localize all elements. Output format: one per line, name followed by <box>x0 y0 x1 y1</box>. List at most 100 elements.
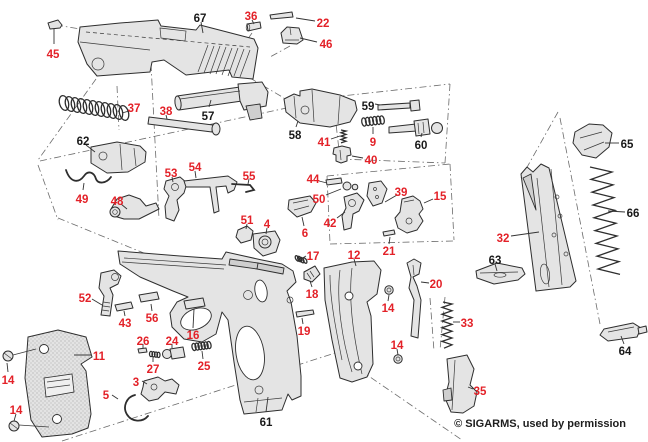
part-label-12: 12 <box>348 250 361 262</box>
leader-line-44 <box>318 180 328 184</box>
part-64-spring-plate <box>599 322 648 342</box>
parts-layer <box>2 11 648 438</box>
part-24-plunger <box>162 346 186 360</box>
part-label-43: 43 <box>119 318 132 330</box>
part-label-14: 14 <box>2 375 15 387</box>
part-label-67: 67 <box>194 13 207 25</box>
part-label-15: 15 <box>434 191 447 203</box>
leader-line-67 <box>200 21 204 34</box>
part-62-housing <box>90 141 147 174</box>
part-4-takedown-lever <box>252 230 281 257</box>
part-label-6: 6 <box>302 228 308 240</box>
part-label-36: 36 <box>245 11 258 23</box>
part-65-follower <box>572 123 613 159</box>
part-46-rear-sight <box>280 26 304 45</box>
part-label-16: 16 <box>187 330 200 342</box>
part-59-pin <box>377 99 421 112</box>
leader-line-15 <box>423 198 434 204</box>
part-label-26: 26 <box>137 336 150 348</box>
leader-line-51 <box>245 223 248 230</box>
part-label-9: 9 <box>370 137 376 149</box>
leader-line-18 <box>309 280 313 288</box>
part-label-40: 40 <box>365 155 378 167</box>
part-label-11: 11 <box>93 351 106 363</box>
part-27-spring <box>148 350 161 359</box>
leader-line-52 <box>91 298 103 306</box>
part-label-17: 17 <box>307 251 320 263</box>
part-42-safety-lever <box>341 192 365 231</box>
part-label-63: 63 <box>489 255 502 267</box>
part-45-front-sight <box>47 19 63 30</box>
part-15-hammer <box>394 195 424 234</box>
leader-line-40 <box>351 155 364 159</box>
part-label-14: 14 <box>391 340 404 352</box>
part-19-pin <box>295 309 315 318</box>
part-label-49: 49 <box>76 194 89 206</box>
part-49-spring-wire <box>65 169 112 184</box>
leader-line-63 <box>494 263 498 272</box>
part-66-magazine-spring <box>588 166 622 276</box>
part-21-pin <box>382 229 396 237</box>
part-label-58: 58 <box>289 130 302 142</box>
leader-line-50 <box>325 188 342 196</box>
part-label-39: 39 <box>395 187 408 199</box>
leader-line-60 <box>420 132 423 138</box>
leader-line-12 <box>353 258 357 267</box>
part-16-pin <box>183 297 206 310</box>
part-label-25: 25 <box>198 361 211 373</box>
part-14-nut <box>384 285 394 295</box>
part-33-hammer-spring <box>439 301 455 349</box>
part-label-56: 56 <box>146 313 159 325</box>
part-11-left-grip <box>24 329 93 438</box>
part-label-33: 33 <box>461 318 474 330</box>
part-label-18: 18 <box>306 289 319 301</box>
part-label-22: 22 <box>317 18 330 30</box>
part-43-pin <box>114 301 134 312</box>
part-label-32: 32 <box>497 233 510 245</box>
part-67-slide <box>77 19 259 80</box>
leader-line-17 <box>300 255 307 260</box>
part-50-spring <box>342 181 359 191</box>
part-18-wedge <box>303 265 321 283</box>
part-label-50: 50 <box>313 194 326 206</box>
part-5-spring-clip <box>124 394 149 422</box>
part-55-spring-wire <box>231 183 256 193</box>
leader-lines <box>6 17 626 422</box>
part-61-frame <box>117 250 302 415</box>
leader-line-43 <box>123 310 126 317</box>
part-6-plate <box>287 195 317 218</box>
part-label-52: 52 <box>79 293 92 305</box>
leader-line-55 <box>247 178 250 185</box>
copyright-credit: © SIGARMS, used by permission <box>454 418 626 430</box>
part-label-14: 14 <box>382 303 395 315</box>
part-53-trigger <box>163 176 188 222</box>
part-48-decocking-lever <box>109 194 160 220</box>
part-label-66: 66 <box>627 208 640 220</box>
part-label-14: 14 <box>10 405 23 417</box>
leader-line-16 <box>192 308 195 329</box>
leader-line-62 <box>85 144 96 153</box>
part-label-45: 45 <box>47 49 60 61</box>
leader-line-35 <box>467 386 474 390</box>
leader-line-25 <box>201 350 204 360</box>
part-57-barrel <box>174 81 269 121</box>
leader-line-3 <box>141 380 148 385</box>
leader-line-66 <box>607 210 626 213</box>
leader-line-53 <box>171 176 174 183</box>
part-9-spring <box>361 115 385 127</box>
leader-line-37 <box>121 110 130 114</box>
leader-line-14 <box>13 413 17 422</box>
part-label-20: 20 <box>430 279 443 291</box>
leader-line-38 <box>165 114 168 120</box>
part-58-breech-insert <box>283 88 358 128</box>
leader-line-61 <box>265 396 269 413</box>
leader-line-59 <box>374 103 381 106</box>
part-label-3: 3 <box>133 377 139 389</box>
leader-line-46 <box>299 37 318 43</box>
part-label-53: 53 <box>165 168 178 180</box>
construction-lines <box>37 24 601 442</box>
leader-line-21 <box>388 236 391 245</box>
part-label-64: 64 <box>619 346 632 358</box>
